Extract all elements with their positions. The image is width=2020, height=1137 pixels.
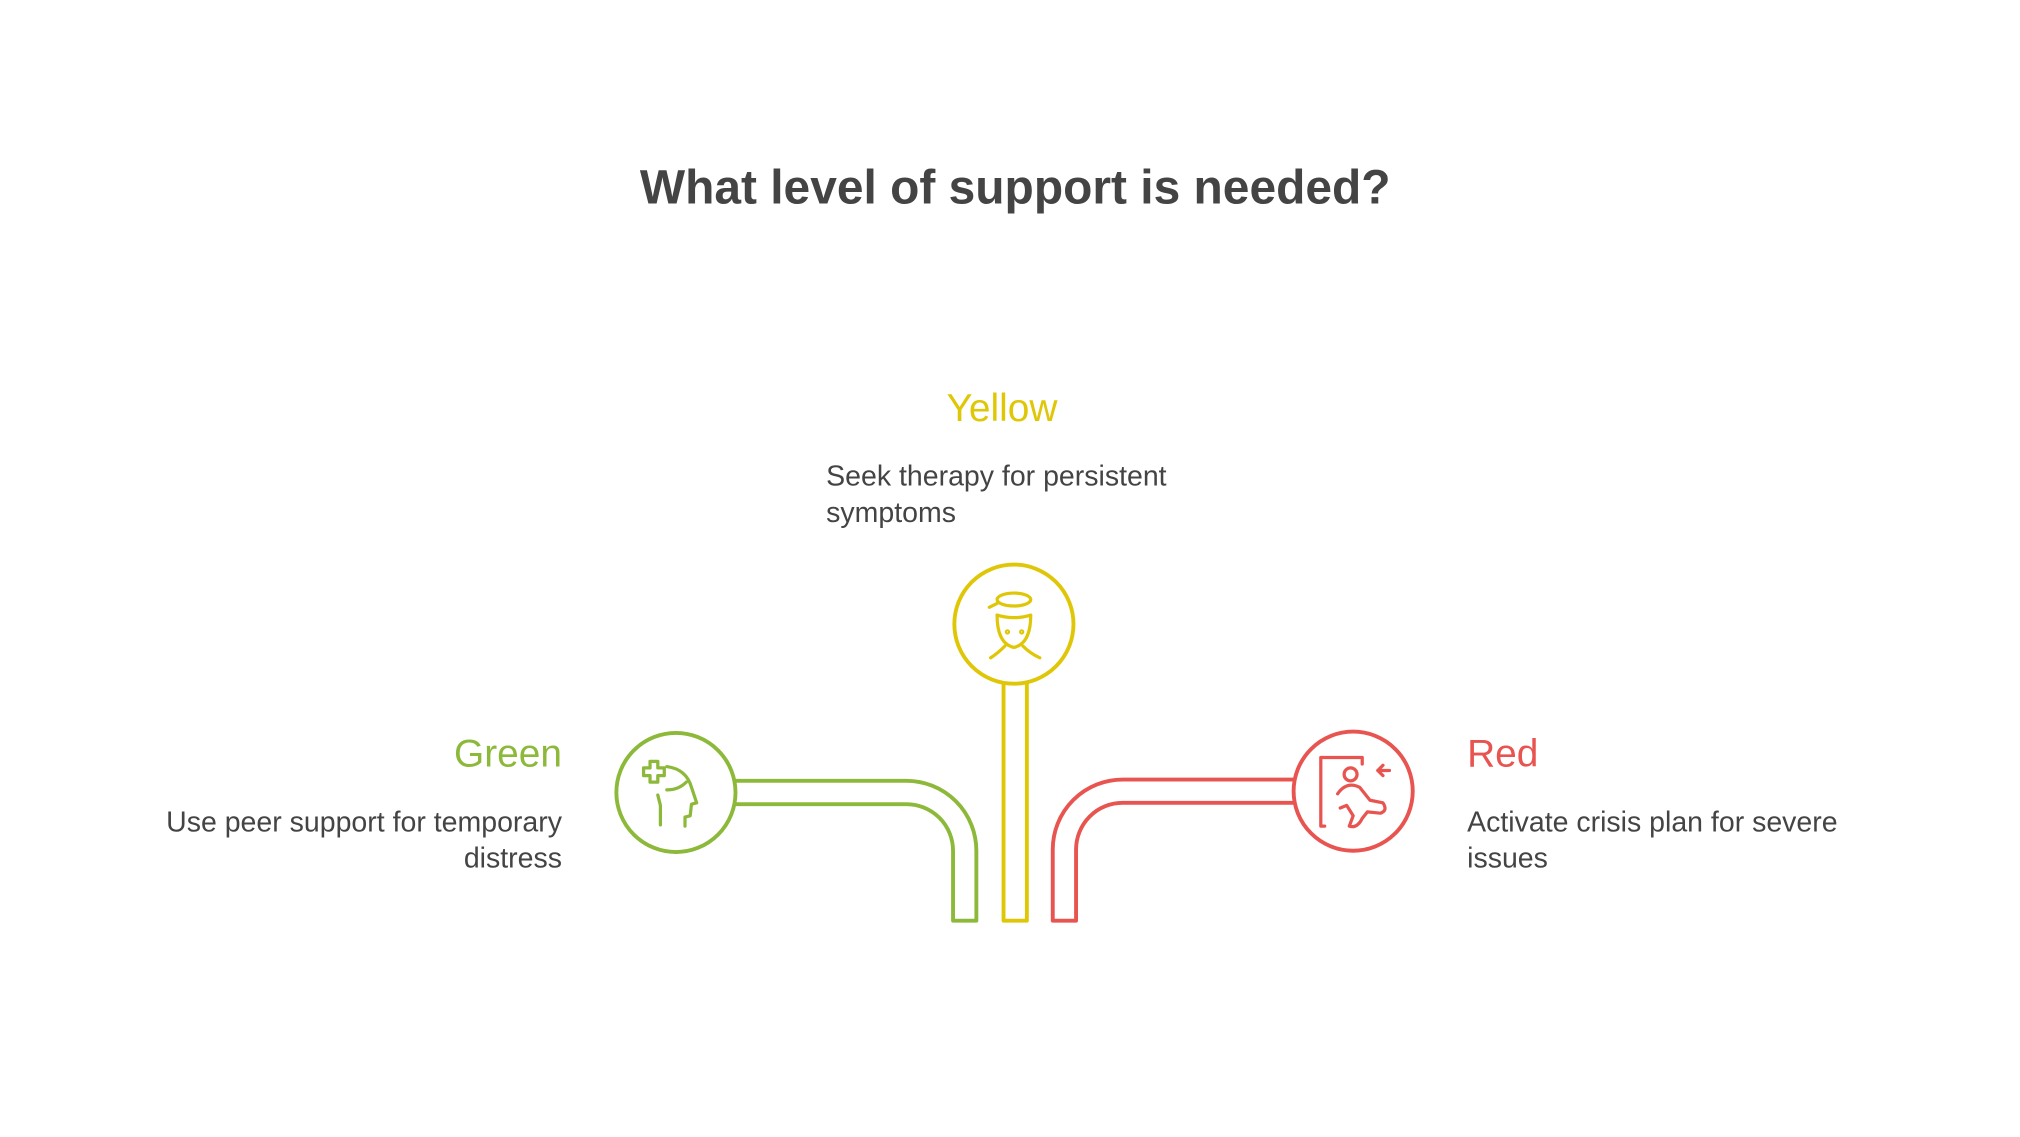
red-description: Activate crisis plan for severe issues: [1467, 804, 1837, 877]
yellow-description-line: symptoms: [826, 495, 956, 529]
green-description-line: Use peer support for temporary: [166, 805, 562, 838]
therapist-icon: [987, 591, 1042, 660]
green-connector: [733, 778, 979, 923]
red-connector: [1050, 777, 1297, 923]
yellow-label: Yellow: [946, 387, 1058, 430]
red-description-line: issues: [1467, 841, 1548, 875]
head-health-icon: [641, 759, 699, 828]
yellow-description-line: Seek therapy for persistent: [826, 459, 1167, 493]
green-label: Green: [454, 732, 562, 776]
red-label: Red: [1467, 732, 1539, 776]
green-description: Use peer support for temporary distress: [166, 804, 562, 877]
green-node-circle: [614, 730, 738, 854]
green-description-line: distress: [463, 841, 562, 875]
emergency-exit-icon: [1319, 755, 1392, 829]
red-node-circle: [1291, 729, 1415, 853]
red-description-line: Activate crisis plan for severe: [1467, 805, 1838, 838]
page-title: What level of support is needed?: [639, 160, 1391, 214]
yellow-connector: [1001, 681, 1029, 923]
yellow-node-circle: [952, 562, 1076, 686]
yellow-description: Seek therapy for persistent symptoms: [826, 458, 1166, 531]
